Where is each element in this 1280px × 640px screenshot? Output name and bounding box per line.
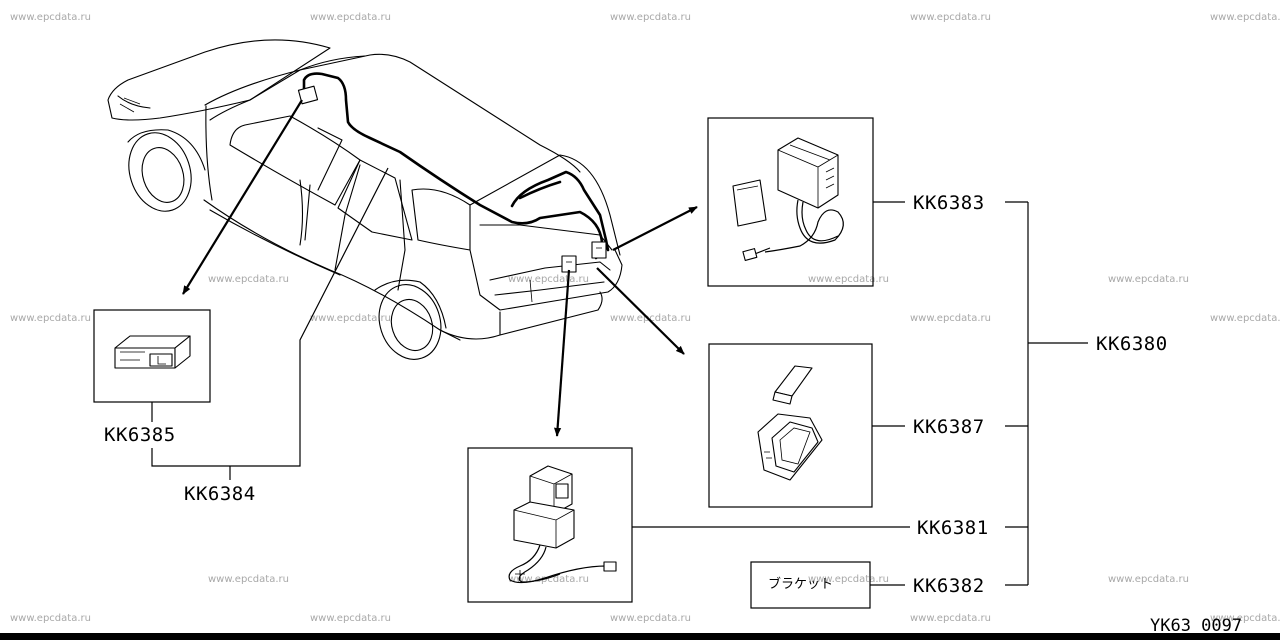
label-kk6382: KK6382 (913, 575, 985, 597)
watermark: www.epcdata.ru (508, 574, 589, 585)
watermark: www.epcdata.ru (508, 274, 589, 285)
watermark: www.epcdata.ru (10, 313, 91, 324)
watermark: www.epcdata.ru (610, 12, 691, 23)
watermark: www.epcdata.ru (208, 274, 289, 285)
part-box-kk6385 (93, 309, 211, 403)
watermark: www.epcdata.ru (1108, 274, 1189, 285)
part-box-kk6382: ブラケット (750, 561, 871, 609)
watermark: www.epcdata.ru (1210, 313, 1280, 324)
watermark: www.epcdata.ru (208, 574, 289, 585)
watermark: www.epcdata.ru (1210, 12, 1280, 23)
part-box-kk6381 (467, 447, 633, 603)
label-kk6387: KK6387 (913, 416, 985, 438)
watermark: www.epcdata.ru (310, 313, 391, 324)
watermark: www.epcdata.ru (310, 613, 391, 624)
car-illustration (107, 39, 623, 360)
bracket-label: ブラケット (768, 576, 833, 592)
bottom-border (0, 633, 1280, 640)
watermarks: www.epcdata.ru www.epcdata.ru www.epcdat… (10, 12, 1280, 624)
label-kk6385: KK6385 (104, 424, 176, 446)
watermark: www.epcdata.ru (610, 613, 691, 624)
watermark: www.epcdata.ru (310, 12, 391, 23)
watermark: www.epcdata.ru (1210, 613, 1280, 624)
watermark: www.epcdata.ru (1108, 574, 1189, 585)
label-kk6383: KK6383 (913, 192, 985, 214)
part-box-kk6383 (707, 117, 874, 287)
leader-lines (151, 167, 1088, 586)
label-kk6384: KK6384 (184, 483, 256, 505)
diagram-code: YK63 0097 (1150, 616, 1242, 636)
watermark: www.epcdata.ru (910, 313, 991, 324)
watermark: www.epcdata.ru (910, 12, 991, 23)
label-kk6381: KK6381 (917, 517, 989, 539)
label-kk6380: KK6380 (1096, 333, 1168, 355)
watermark: www.epcdata.ru (808, 574, 889, 585)
watermark: www.epcdata.ru (10, 12, 91, 23)
watermark: www.epcdata.ru (610, 313, 691, 324)
part-number-labels: KK6385 KK6384 KK6383 KK6387 KK6381 KK638… (104, 192, 1168, 597)
pointer-arrows (182, 99, 698, 437)
watermark: www.epcdata.ru (808, 274, 889, 285)
watermark: www.epcdata.ru (10, 613, 91, 624)
watermark: www.epcdata.ru (910, 613, 991, 624)
part-box-kk6387 (708, 343, 873, 508)
